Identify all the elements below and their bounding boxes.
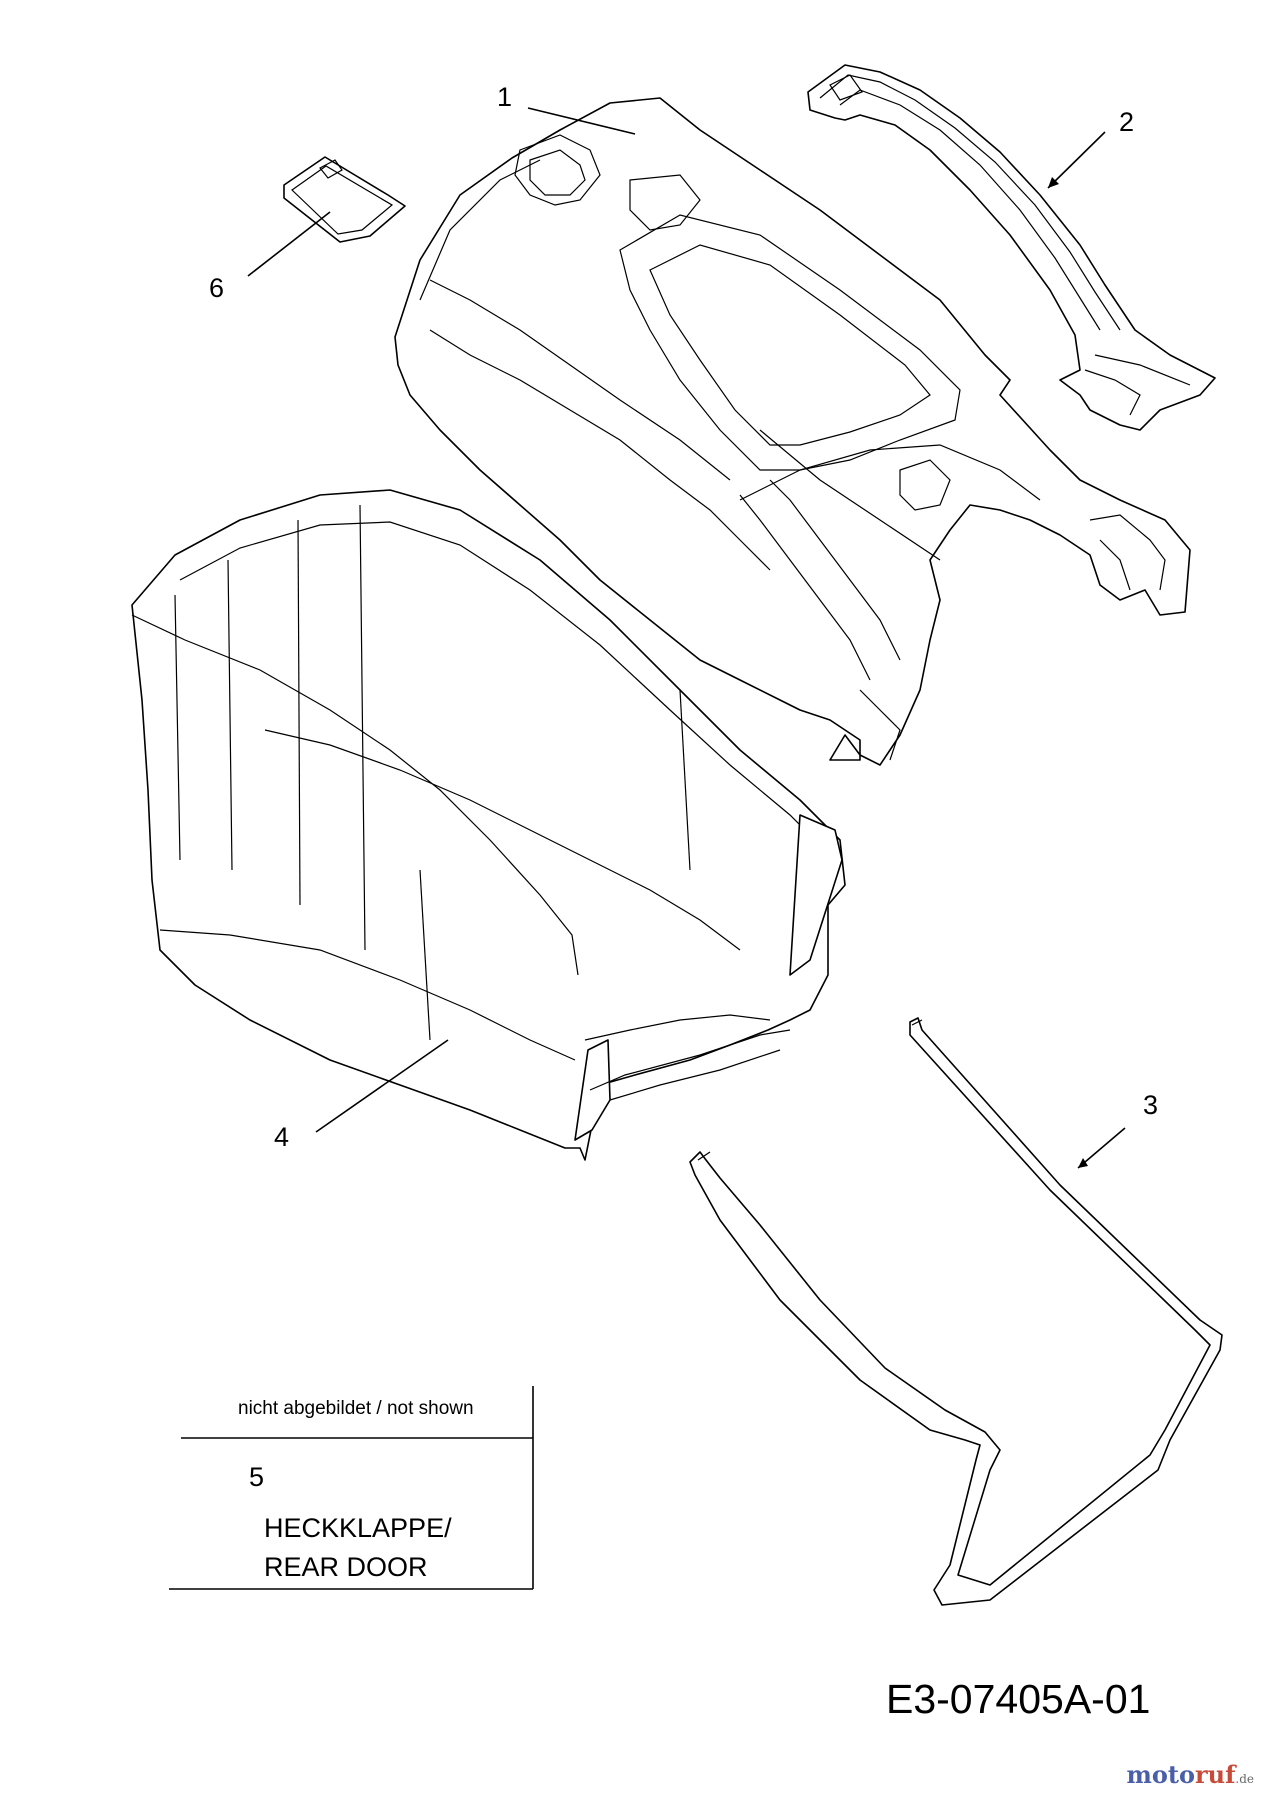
callout-4-leader xyxy=(315,1039,449,1133)
part-6-cover-plate xyxy=(283,156,406,243)
callout-1-label: 1 xyxy=(497,82,512,112)
drawing-number: E3-07405A-01 xyxy=(886,1676,1151,1722)
callout-2-arrowhead xyxy=(1048,177,1059,188)
callout-2-label: 2 xyxy=(1119,107,1134,137)
not-shown-item-name-en: REAR DOOR xyxy=(264,1552,428,1582)
part-1-catcher-top-cover xyxy=(394,97,1191,766)
callout-3-label: 3 xyxy=(1143,1090,1158,1120)
not-shown-item-number: 5 xyxy=(249,1462,265,1492)
callout-3-arrowhead xyxy=(1078,1158,1088,1168)
callout-6-leader xyxy=(247,211,331,277)
part-4-catcher-bag xyxy=(131,489,846,1161)
watermark-logo: motoruf.de xyxy=(1126,1760,1254,1789)
not-shown-item-name-de: HECKKLAPPE/ xyxy=(264,1513,452,1543)
callout-1-leader xyxy=(527,107,636,135)
callout-4-label: 4 xyxy=(274,1122,289,1152)
part-2-carry-handle xyxy=(807,64,1216,431)
part-3-wire-frame xyxy=(689,1017,1223,1606)
callout-3-leader xyxy=(1077,1127,1126,1169)
not-shown-box xyxy=(169,1386,534,1590)
callout-2-leader xyxy=(1047,131,1106,189)
not-shown-heading: nicht abgebildet / not shown xyxy=(238,1398,474,1419)
callout-6-label: 6 xyxy=(209,273,224,303)
